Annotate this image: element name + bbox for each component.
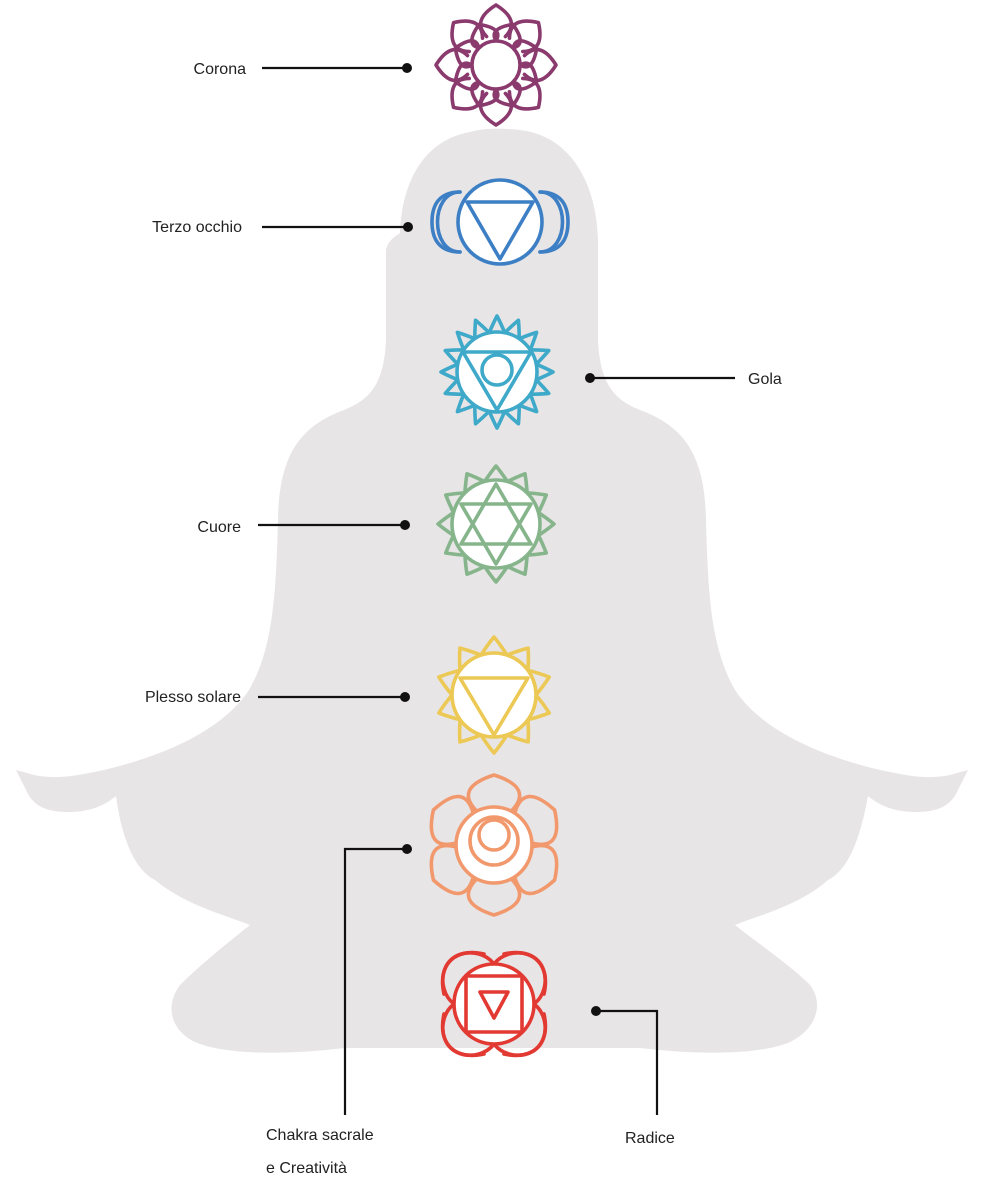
label-third-eye: Terzo occhio xyxy=(152,219,242,236)
connector-dot-solar-plexus xyxy=(400,692,410,702)
connector-dot-third-eye xyxy=(403,222,413,232)
connector-dot-throat xyxy=(585,373,595,383)
petal-circle-triangle-icon xyxy=(441,316,553,428)
connector-dot-heart xyxy=(400,520,410,530)
label-root: Radice xyxy=(625,1130,675,1147)
label-solar-plexus: Plesso solare xyxy=(145,689,241,706)
lotus-icon xyxy=(436,5,556,125)
connector-dot-crown xyxy=(402,63,412,73)
label-crown: Corona xyxy=(194,61,247,78)
label-heart: Cuore xyxy=(197,519,241,536)
connector-dot-root xyxy=(591,1006,601,1016)
label-throat: Gola xyxy=(748,371,782,388)
label-sacral-line1: Chakra sacrale xyxy=(266,1127,374,1144)
label-sacral-line2: e Creatività xyxy=(266,1160,347,1177)
connector-dot-sacral xyxy=(402,844,412,854)
